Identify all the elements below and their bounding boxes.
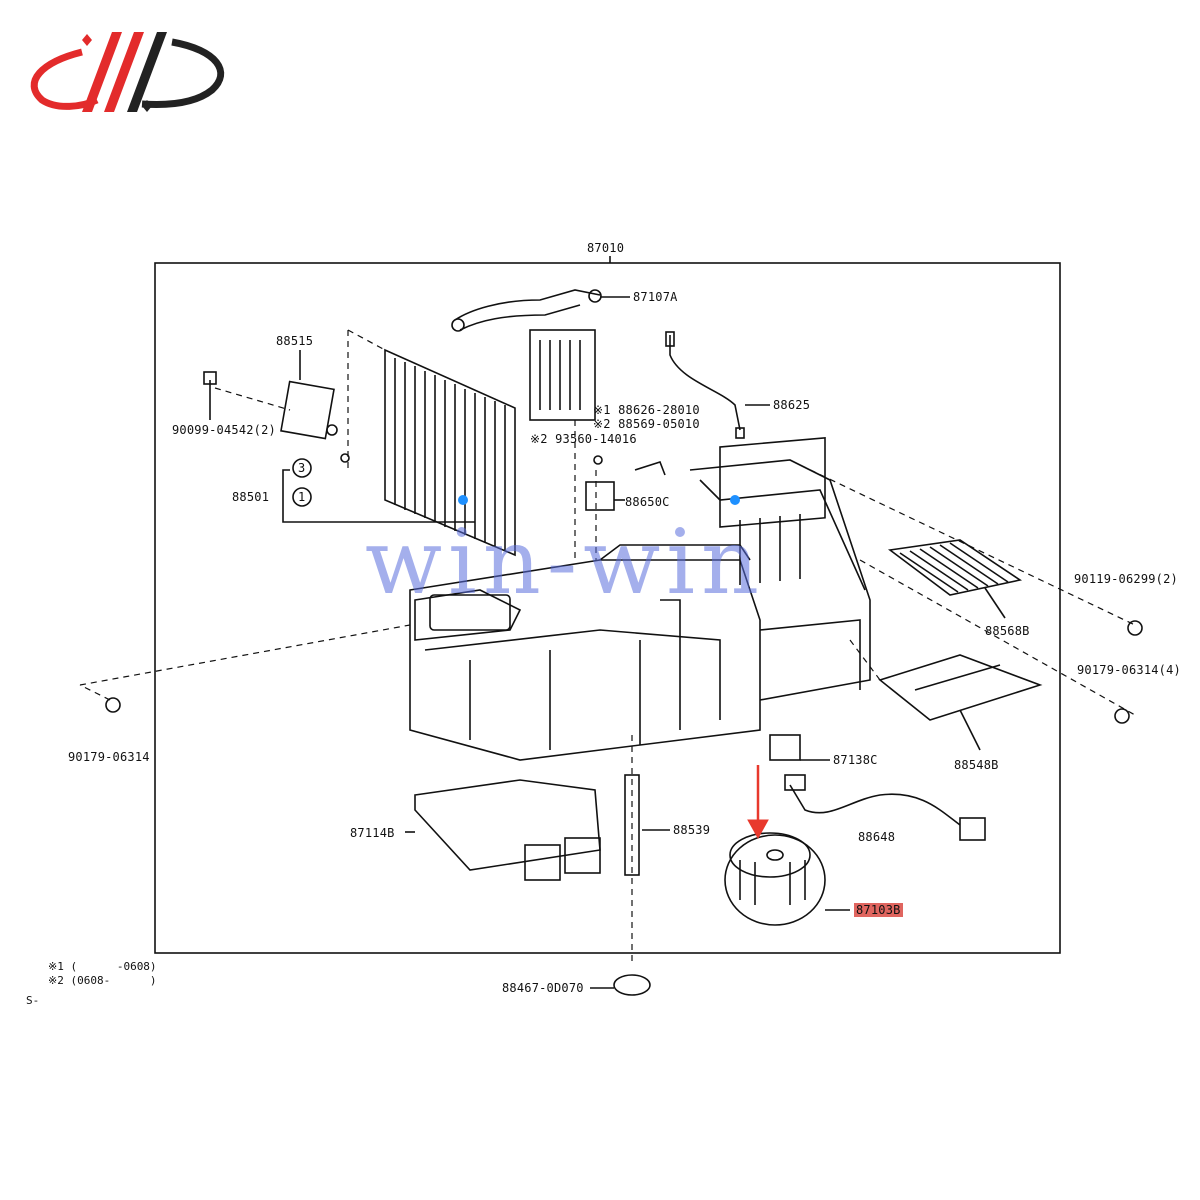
heater-core-shape (451, 289, 630, 421)
label-90119: 90119-06299(2) (1074, 572, 1178, 586)
label-90179: 90179-06314 (68, 750, 150, 764)
assembly-frame (154, 262, 1061, 954)
evaporator-shape (384, 348, 516, 557)
label-88501: 88501 (232, 490, 270, 504)
drain-hose-shape (624, 774, 640, 876)
label-90179-4: 90179-06314(4) (1077, 663, 1181, 677)
callout-1: 1 (298, 490, 306, 504)
relay-shape (585, 481, 615, 511)
label-note1-part: ※1 88626-28010 (593, 403, 700, 417)
label-88650c: 88650C (625, 495, 670, 509)
screw-left-shape (105, 697, 121, 713)
hvac-case-shape (409, 436, 871, 761)
sensor-wire-shape (669, 335, 741, 431)
footnote-3: S- (26, 994, 40, 1007)
cabin-filter-shape (887, 539, 1023, 619)
resistor-shape (769, 734, 801, 761)
label-87114b: 87114B (350, 826, 395, 840)
grommet-shape (613, 974, 651, 996)
label-88648: 88648 (858, 830, 896, 844)
label-87103b-highlighted: 87103B (854, 903, 903, 917)
label-87138c: 87138C (833, 753, 878, 767)
marker-dot (730, 495, 740, 505)
label-87010: 87010 (587, 241, 625, 255)
label-note2-part-b: ※2 93560-14016 (530, 432, 637, 446)
label-88515: 88515 (276, 334, 314, 348)
footnote-1: ※1 ( -0608) (48, 960, 157, 973)
screw-upper-right-shape (1127, 620, 1143, 636)
callout-3: 3 (298, 461, 306, 475)
label-87107a: 87107A (633, 290, 678, 304)
label-note2-part-a: ※2 88569-05010 (593, 417, 700, 431)
label-88568b: 88568B (985, 624, 1030, 638)
marker-dot (458, 495, 468, 505)
label-90099: 90099-04542(2) (172, 423, 276, 437)
lower-duct-shape (405, 779, 601, 881)
label-88539: 88539 (673, 823, 711, 837)
filter-cover-shape (878, 654, 1043, 751)
label-88625: 88625 (773, 398, 811, 412)
screw-lower-right-shape (1114, 708, 1130, 724)
label-88467: 88467-0D070 (502, 981, 584, 995)
expansion-valve-shape (280, 380, 335, 440)
harness-shape (789, 784, 961, 826)
watermark: win-win (365, 510, 765, 615)
blower-motor-shape (724, 832, 850, 926)
label-88548b: 88548B (954, 758, 999, 772)
pointer-arrow (747, 765, 769, 840)
brand-logo (30, 32, 225, 112)
footnote-2: ※2 (0608- ) (48, 974, 157, 987)
